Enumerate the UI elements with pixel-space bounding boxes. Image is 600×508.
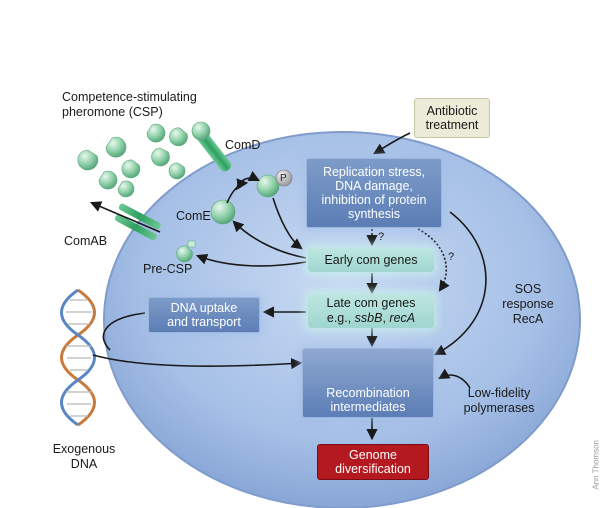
question-mark-2: ? bbox=[448, 251, 455, 263]
early-com-genes-box: Early com genes bbox=[308, 248, 434, 272]
antibiotic-treatment-box: Antibiotic treatment bbox=[414, 98, 490, 138]
come-phospho bbox=[256, 174, 280, 198]
stress-box: Replication stress, DNA damage, inhibiti… bbox=[306, 158, 442, 228]
csp-molecules bbox=[77, 123, 188, 198]
low-fidelity-label: Low-fidelity polymerases bbox=[463, 386, 535, 415]
comd-bound-csp bbox=[191, 121, 211, 141]
pre-csp-tail bbox=[187, 240, 196, 248]
phosphate-label: P bbox=[280, 173, 287, 184]
csp-label: Competence-stimulating pheromone (CSP) bbox=[62, 90, 197, 119]
credit-text: Ann Thomson bbox=[592, 440, 600, 490]
late-eg-prefix: e.g., bbox=[326, 311, 355, 325]
come-molecule bbox=[210, 199, 236, 225]
pre-csp-molecule bbox=[176, 245, 193, 263]
arrows bbox=[89, 132, 487, 441]
comd-label: ComD bbox=[225, 138, 261, 152]
question-mark-1: ? bbox=[378, 231, 385, 243]
comab-label: ComAB bbox=[64, 234, 108, 248]
dna-uptake-box: DNA uptake and transport bbox=[148, 297, 260, 333]
comab-transporter-2 bbox=[114, 214, 157, 241]
sos-response-label: SOS response RecA bbox=[502, 282, 554, 326]
come-label: ComE bbox=[176, 209, 211, 223]
pre-csp-label: Pre-CSP bbox=[143, 262, 193, 276]
genome-diversification-box: Genome diversification bbox=[317, 444, 429, 480]
exogenous-dna-helix bbox=[60, 288, 96, 427]
gene-reca: recA bbox=[389, 311, 416, 325]
gene-ssbb: ssbB bbox=[354, 311, 383, 325]
late-com-genes-examples: e.g., ssbB, recA bbox=[327, 311, 415, 326]
comab-transporter bbox=[118, 203, 161, 230]
late-com-genes-box: Late com genes e.g., ssbB, recA bbox=[308, 294, 434, 328]
phosphate-p bbox=[275, 169, 293, 187]
late-com-genes-title: Late com genes bbox=[326, 296, 416, 310]
late-sep: , bbox=[382, 311, 390, 325]
recombination-box: Recombination intermediates bbox=[302, 348, 434, 418]
exogenous-dna-label: Exogenous DNA bbox=[52, 442, 116, 471]
